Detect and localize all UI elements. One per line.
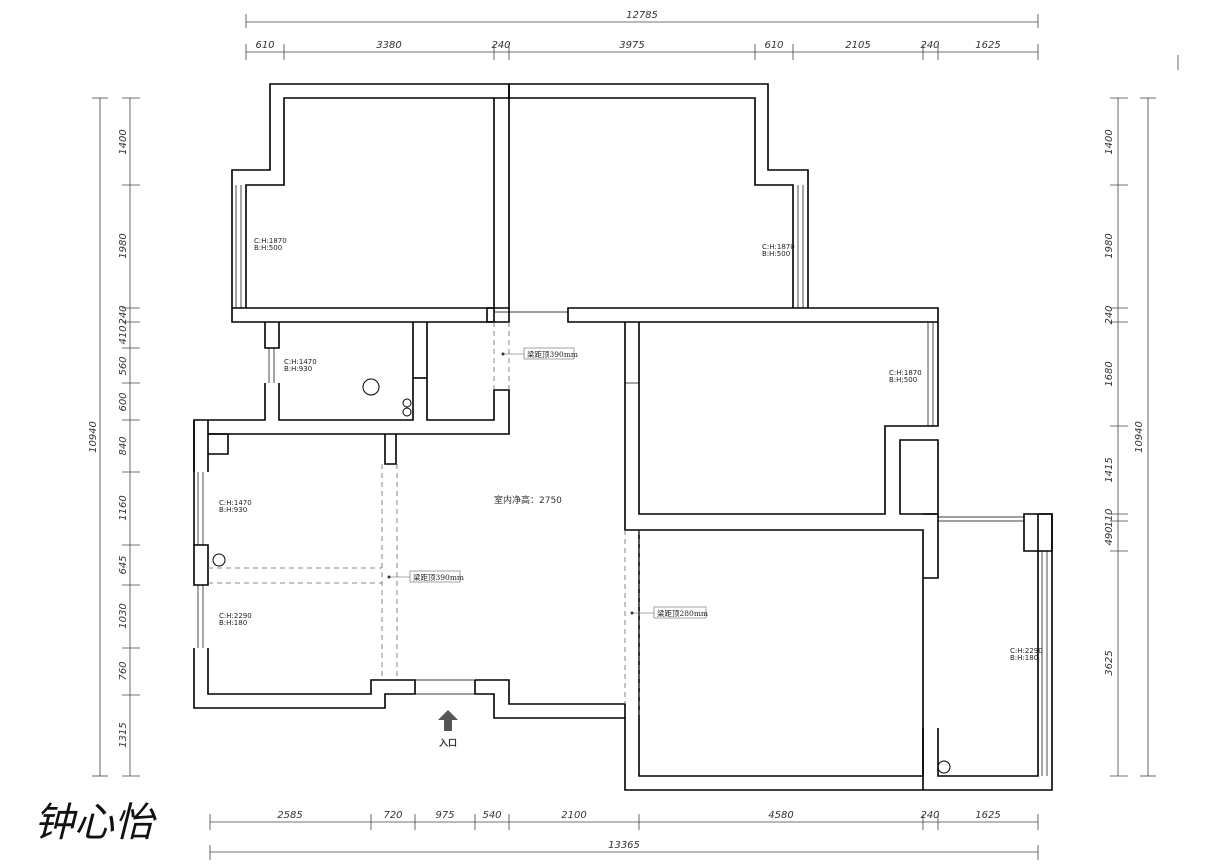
- left-dim-7: 840: [118, 436, 129, 455]
- top-dim-3: 240: [491, 40, 510, 51]
- pipe-fixture-3: [212, 553, 226, 567]
- svg-text:B:H:930: B:H:930: [284, 365, 312, 373]
- svg-text:C:H:1870: C:H:1870: [254, 237, 287, 245]
- svg-text:C:H:2290: C:H:2290: [219, 612, 252, 620]
- svg-text:B:H:500: B:H:500: [762, 250, 790, 258]
- left-dim-1: 1400: [118, 129, 129, 154]
- svg-text:梁距顶280mm: 梁距顶280mm: [657, 609, 708, 618]
- right-dim-3: 240: [1104, 305, 1115, 324]
- top-dim-5: 610: [764, 40, 783, 51]
- bottom-dim-8: 1625: [975, 810, 1000, 821]
- window-label-1: C:H:1870 B:H:500: [254, 237, 287, 252]
- right-dim-8: 3625: [1104, 650, 1115, 675]
- bottom-dim-5: 2100: [561, 810, 586, 821]
- svg-text:梁距顶390mm: 梁距顶390mm: [413, 573, 464, 582]
- svg-text:B:H:500: B:H:500: [254, 244, 282, 252]
- top-dim-1: 610: [255, 40, 274, 51]
- top-dim-8: 1625: [975, 40, 1000, 51]
- svg-text:C:H:1870: C:H:1870: [762, 243, 795, 251]
- svg-text:C:H:1870: C:H:1870: [889, 369, 922, 377]
- svg-text:C:H:1470: C:H:1470: [219, 499, 252, 507]
- left-dimension-lines: [92, 97, 140, 777]
- left-dim-5: 560: [118, 356, 129, 375]
- bottom-dim-7: 240: [920, 810, 939, 821]
- left-dim-4: 410: [118, 325, 129, 344]
- svg-text:梁距顶390mm: 梁距顶390mm: [527, 350, 578, 359]
- window-label-4: C:H:1870 B:H:500: [889, 369, 922, 384]
- pipe-fixture-1: [402, 398, 412, 408]
- window-label-2: C:H:1870 B:H:500: [762, 243, 795, 258]
- bottom-total-dim: 13365: [608, 840, 640, 851]
- pipe-fixture-4: [937, 760, 951, 774]
- svg-text:B:H:500: B:H:500: [889, 376, 917, 384]
- designer-signature: 钟心怡: [34, 800, 157, 846]
- left-total-dim: 10940: [88, 421, 99, 453]
- right-dim-6: 110: [1104, 508, 1115, 527]
- window-lines: [197, 185, 1048, 776]
- left-dim-10: 1030: [118, 603, 129, 628]
- svg-text:B:H:180: B:H:180: [1010, 654, 1038, 662]
- top-dim-6: 2105: [845, 40, 870, 51]
- left-dim-2: 1980: [118, 233, 129, 258]
- bottom-dim-4: 540: [482, 810, 501, 821]
- top-dim-7: 240: [920, 40, 939, 51]
- right-dim-1: 1400: [1104, 129, 1115, 154]
- left-dim-11: 760: [118, 661, 129, 680]
- bottom-dim-6: 4580: [768, 810, 793, 821]
- bottom-dim-2: 720: [383, 810, 402, 821]
- right-dim-4: 1680: [1104, 361, 1115, 386]
- svg-text:C:H:1470: C:H:1470: [284, 358, 317, 366]
- beam-label-2: 梁距顶390mm: [387, 570, 464, 583]
- right-total-dim: 10940: [1134, 421, 1145, 453]
- svg-text:B:H:180: B:H:180: [219, 619, 247, 627]
- drain-fixture: [362, 378, 380, 396]
- window-label-6: C:H:2290 B:H:180: [219, 612, 252, 627]
- right-dim-5: 1415: [1104, 457, 1115, 482]
- bottom-dim-3: 975: [435, 810, 454, 821]
- top-dim-2: 3380: [376, 40, 401, 51]
- left-dim-12: 1315: [118, 722, 129, 747]
- left-dim-6: 600: [118, 392, 129, 411]
- bottom-dimension-lines: [209, 814, 1039, 860]
- ceiling-height-label: 室内净高：2750: [494, 494, 562, 506]
- top-dimension-lines: [245, 14, 1179, 70]
- bottom-dim-1: 2585: [277, 810, 302, 821]
- right-dimension-lines: [1110, 97, 1156, 777]
- entrance-label: 入口: [438, 738, 457, 749]
- left-dim-3: 240: [118, 305, 129, 324]
- beam-lines: [208, 322, 640, 718]
- window-label-7: C:H:2290 B:H:180: [1010, 647, 1043, 662]
- top-total-dim: 12785: [626, 10, 658, 21]
- window-label-5: C:H:1470 B:H:930: [219, 499, 252, 514]
- window-label-3: C:H:1470 B:H:930: [284, 358, 317, 373]
- pipe-fixture-2: [402, 407, 412, 417]
- entrance-arrow-icon: [438, 710, 458, 731]
- svg-text:C:H:2290: C:H:2290: [1010, 647, 1043, 655]
- right-dim-7: 490: [1104, 526, 1115, 545]
- left-dim-8: 1160: [118, 495, 129, 520]
- left-dim-9: 645: [118, 555, 129, 574]
- svg-text:B:H:930: B:H:930: [219, 506, 247, 514]
- right-dim-2: 1980: [1104, 233, 1115, 258]
- walls: [193, 83, 1053, 791]
- top-dim-4: 3975: [619, 40, 644, 51]
- beam-label-3: 梁距顶280mm: [630, 606, 708, 619]
- beam-label-1: 梁距顶390mm: [501, 347, 578, 360]
